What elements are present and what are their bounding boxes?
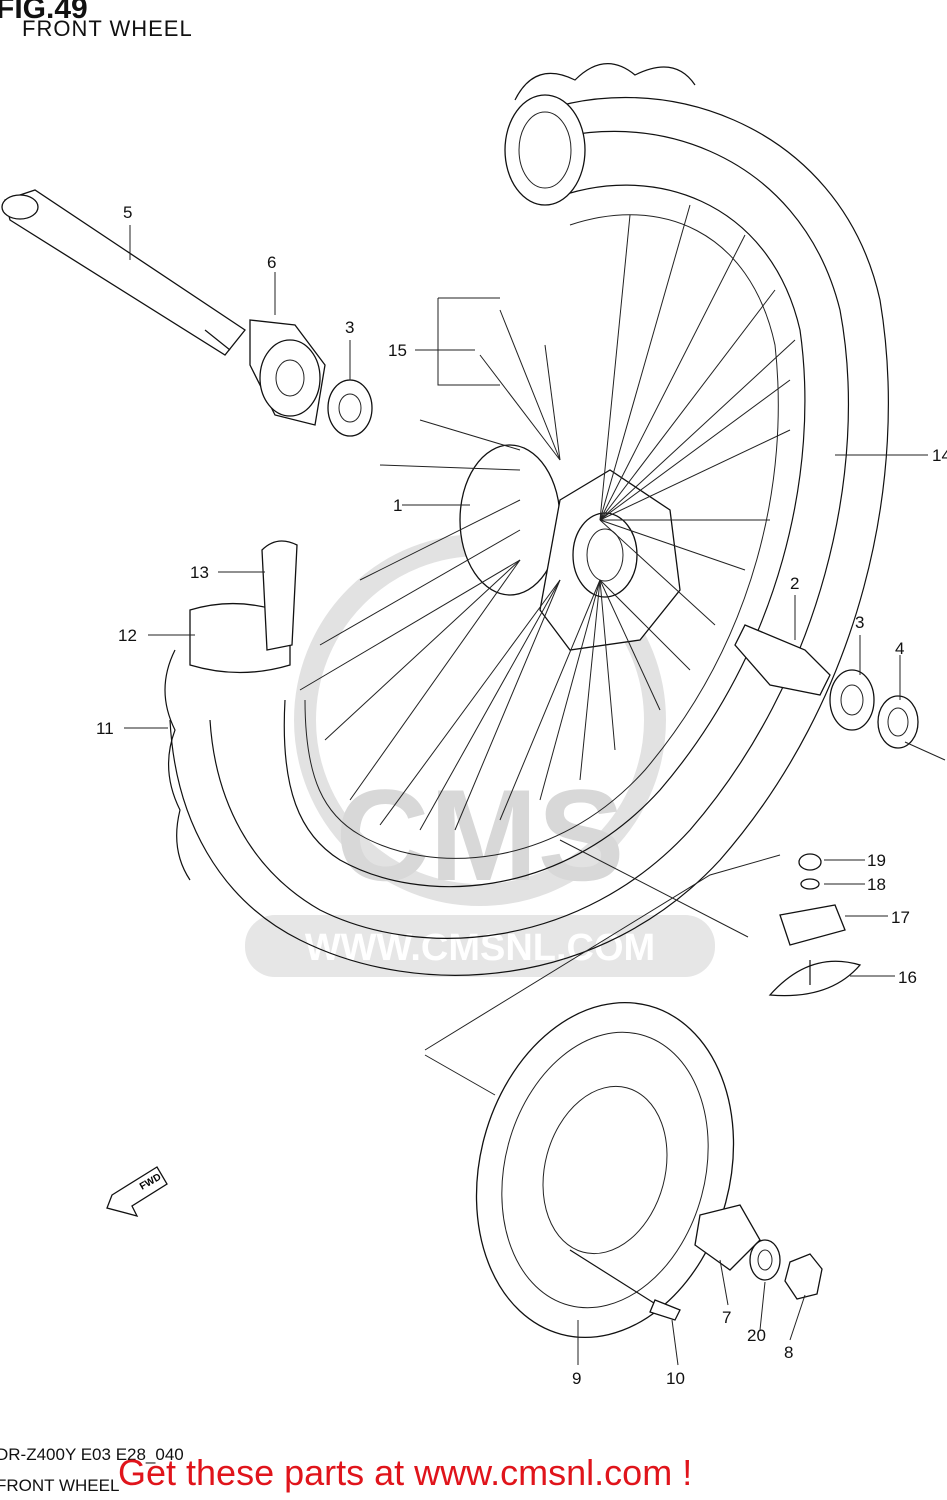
brake-disc: [475, 1001, 735, 1339]
leader-lines: [124, 225, 946, 1366]
tube-and-rim-band: [189, 540, 298, 674]
figure-subtitle: FRONT WHEEL: [22, 16, 193, 41]
callout-3-right: 3: [855, 613, 864, 632]
spokes: [299, 204, 796, 831]
figure-number: FIG.49: [0, 0, 88, 25]
callout-6: 6: [267, 253, 276, 272]
bearing-left: [327, 379, 373, 437]
callout-12: 12: [118, 626, 137, 645]
callout-14: 14: [932, 446, 947, 465]
callout-2: 2: [790, 574, 799, 593]
rim-lock: [768, 853, 862, 997]
callout-7: 7: [722, 1308, 731, 1327]
callout-10: 10: [666, 1369, 685, 1388]
promo-link[interactable]: Get these parts at www.cmsnl.com !: [118, 1452, 693, 1493]
fwd-arrow-icon: FWD: [106, 1166, 168, 1217]
tire-and-rim: [164, 63, 889, 976]
callout-16: 16: [898, 968, 917, 987]
disc-side-spacer: [694, 1204, 761, 1271]
callout-20: 20: [747, 1326, 766, 1345]
callout-5: 5: [123, 203, 132, 222]
callout-4: 4: [895, 639, 904, 658]
callout-18: 18: [867, 875, 886, 894]
callout-15: 15: [388, 341, 407, 360]
washer: [749, 1239, 781, 1281]
bearing-right: [829, 669, 875, 731]
gearbox: [249, 319, 326, 426]
callout-11: 11: [96, 719, 114, 738]
callout-1: 1: [393, 496, 402, 515]
oil-seal: [877, 695, 919, 749]
axle: [1, 189, 246, 356]
hub: [459, 444, 681, 651]
callout-3-left: 3: [345, 318, 354, 337]
callout-labels: 1 2 3 3 4 5 6 7 8 9 10 11 12 13 14 15 16…: [96, 203, 947, 1388]
callout-17: 17: [891, 908, 910, 927]
callout-13: 13: [190, 563, 209, 582]
axle-nut: [784, 1253, 823, 1300]
watermark-url: WWW.CMSNL.COM: [305, 927, 655, 969]
callout-9: 9: [572, 1369, 581, 1388]
callout-19: 19: [867, 851, 886, 870]
watermark-logo: CMS: [336, 762, 625, 908]
spacer: [734, 624, 831, 696]
model-subtitle: FRONT WHEEL: [0, 1476, 120, 1495]
model-code: DR-Z400Y E03 E28_040: [0, 1445, 184, 1464]
callout-8: 8: [784, 1343, 793, 1362]
